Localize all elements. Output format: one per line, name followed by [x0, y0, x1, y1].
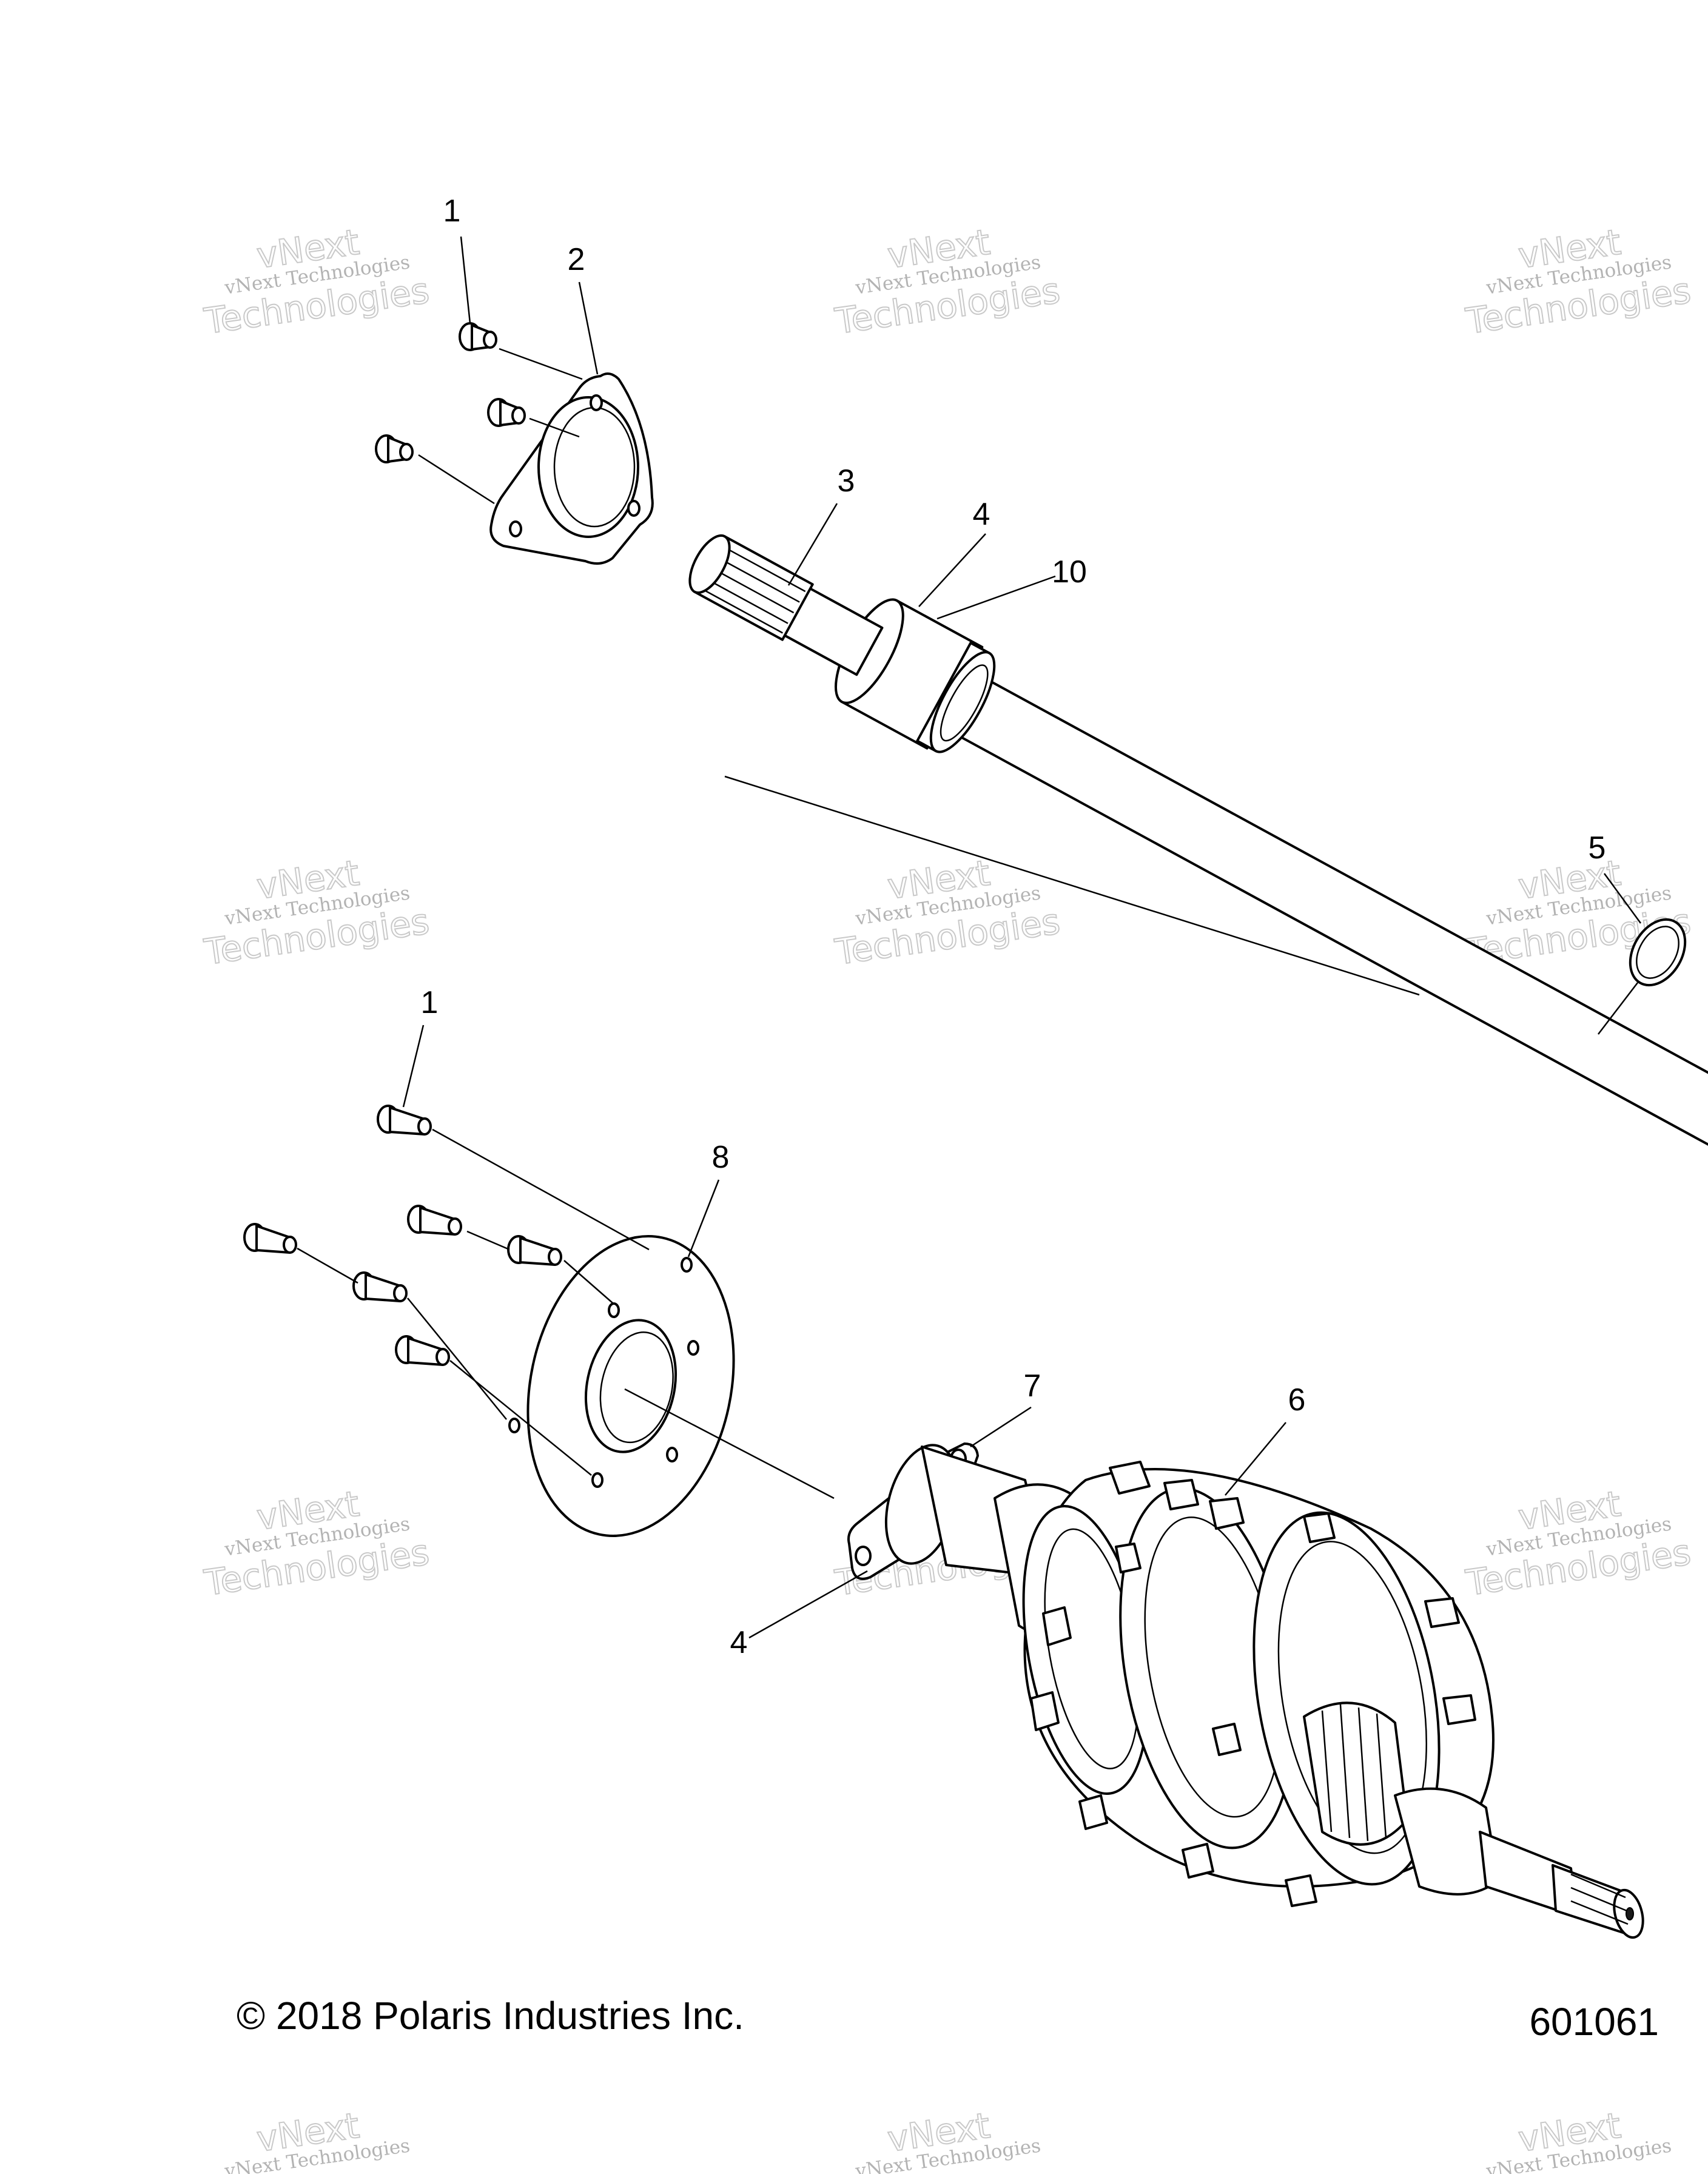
callout-4-top: 4	[973, 497, 990, 532]
snap-ring	[1629, 918, 1687, 987]
bolt-top-1	[459, 322, 497, 351]
watermark-9: vNext vNext Technologies Technologies	[1462, 1482, 1693, 1604]
callout-3: 3	[838, 463, 855, 499]
bolt-bottom-4	[507, 1235, 562, 1266]
callout-6: 6	[1288, 1382, 1306, 1418]
watermark-3: vNext vNext Technologies Technologies	[1462, 221, 1693, 343]
callout-1-bottom: 1	[421, 985, 439, 1020]
watermark-grid: vNext vNext Technologies Technologies vN…	[201, 221, 1693, 2174]
copyright-text: © 2018 Polaris Industries Inc.	[237, 1994, 744, 2038]
watermark-7: vNext vNext Technologies Technologies	[201, 1482, 432, 1604]
callout-2: 2	[568, 242, 585, 277]
watermark-10: vNext vNext Technologies	[223, 2104, 411, 2174]
bolt-bottom-6	[395, 1335, 450, 1366]
bolt-top-2	[487, 398, 526, 427]
watermark-2: vNext vNext Technologies Technologies	[832, 221, 1063, 343]
callout-8: 8	[712, 1140, 730, 1175]
leader-lines-top	[418, 236, 1642, 1035]
bolt-bottom-2	[243, 1223, 297, 1254]
bolt-bottom-5	[352, 1271, 408, 1302]
callout-10: 10	[1052, 554, 1087, 590]
watermark-11: vNext vNext Technologies	[853, 2104, 1042, 2174]
callout-7: 7	[1024, 1368, 1041, 1404]
round-flange-plate	[508, 1235, 735, 1537]
watermark-4: vNext vNext Technologies Technologies	[201, 852, 432, 974]
flange-plate-top	[489, 372, 654, 565]
callout-4-bottom: 4	[730, 1625, 748, 1660]
watermark-5: vNext vNext Technologies Technologies	[832, 852, 1063, 974]
figure-number: 601061	[1529, 2000, 1659, 2044]
callout-1-top: 1	[443, 194, 461, 229]
bolt-bottom-3	[407, 1205, 462, 1236]
differential-assembly	[994, 1461, 1644, 1939]
callout-5: 5	[1589, 830, 1606, 866]
watermark-12: vNext vNext Technologies	[1484, 2104, 1673, 2174]
callout-labels: 1 2 3 4 10 5 1 8 7 6 4	[421, 194, 1606, 1660]
leader-lines-bottom	[297, 1025, 1286, 1639]
bolt-top-3	[375, 434, 414, 463]
bolt-bottom-1	[377, 1105, 432, 1136]
axle-shaft-top	[688, 534, 1708, 1235]
watermark-1: vNext vNext Technologies Technologies	[201, 221, 432, 343]
